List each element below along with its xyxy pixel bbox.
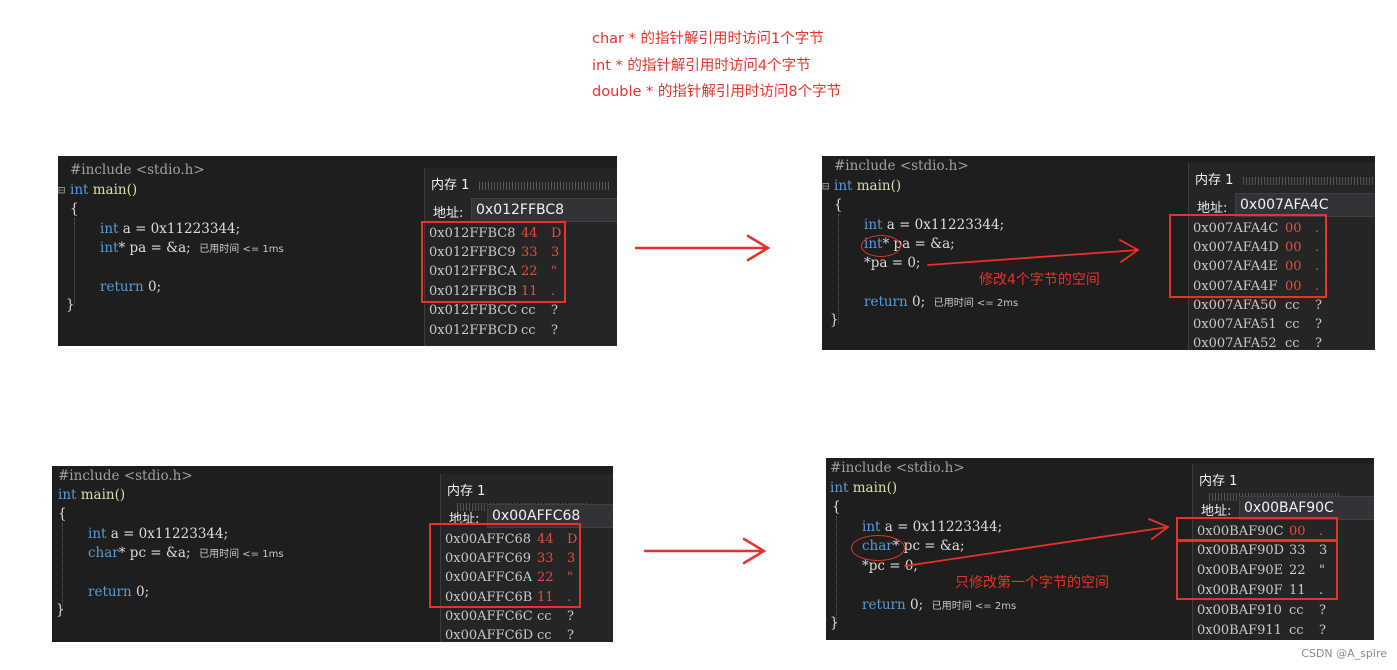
note-line: double * 的指针解引用时访问8个字节 (592, 84, 842, 100)
deref-stmt: *pa = 0; (864, 255, 921, 271)
decl-a: int a = 0x11223344; (100, 221, 241, 237)
note-line: int * 的指针解引用时访问4个字节 (592, 57, 811, 74)
brace-close: } (66, 297, 75, 313)
decl-a: int a = 0x11223344; (88, 526, 229, 542)
notes: char * 的指针解引用时访问1个字节 int * 的指针解引用时访问4个字节… (592, 26, 841, 106)
editor-screenshot-before-int: #include <stdio.h> ⊟ int main() { int a … (58, 156, 617, 346)
annotation-label: 只修改第一个字节的空间 (955, 575, 1109, 591)
address-label: 地址: (1201, 504, 1232, 519)
pointer-arrow (904, 518, 1170, 567)
type-circle (851, 535, 905, 561)
return-stmt: return 0; 已用时间 <= 2ms (864, 294, 1019, 310)
deref-stmt: *pc = 0; (862, 558, 918, 574)
return-stmt: return 0; (88, 584, 150, 600)
editor-screenshot-before-char: #include <stdio.h> int main() { int a = … (52, 466, 613, 642)
editor-screenshot-after-char: #include <stdio.h> int main() { int a = … (826, 458, 1374, 640)
address-input[interactable]: 0x007AFA4C (1235, 193, 1375, 217)
brace-open: { (70, 201, 79, 217)
brace-close: } (830, 312, 839, 328)
editor-screenshot-after-int: #include <stdio.h> ⊟ int main() { int a … (822, 156, 1375, 350)
decl-pointer: char* pc = &a; 已用时间 <= 1ms (88, 545, 284, 561)
watermark: CSDN @A_spire (1301, 647, 1387, 660)
elapsed-hint: 已用时间 <= 2ms (931, 601, 1017, 612)
include-line: #include <stdio.h> (830, 460, 965, 476)
address-input[interactable]: 0x00BAF90C (1239, 496, 1374, 520)
main-signature: int main() (830, 480, 898, 496)
brace-close: } (830, 615, 839, 631)
brace-open: { (832, 499, 841, 515)
main-signature: int main() (834, 178, 902, 194)
brace-open: { (58, 506, 67, 522)
return-stmt: return 0; (100, 279, 162, 295)
decl-a: int a = 0x11223344; (864, 217, 1005, 233)
elapsed-hint: 已用时间 <= 2ms (933, 298, 1019, 309)
decl-a: int a = 0x11223344; (862, 519, 1003, 535)
decl-pointer: int* pa = &a; 已用时间 <= 1ms (100, 240, 284, 256)
address-label: 地址: (1197, 201, 1228, 216)
main-signature: int main() (58, 487, 126, 503)
address-label: 地址: (433, 206, 464, 221)
note-line: char * 的指针解引用时访问1个字节 (592, 31, 824, 47)
include-line: #include <stdio.h> (58, 468, 193, 484)
elapsed-hint: 已用时间 <= 1ms (199, 549, 284, 560)
highlight-box (1176, 540, 1338, 600)
highlight-box (421, 221, 566, 303)
address-input[interactable]: 0x012FFBC8 (471, 198, 617, 222)
transition-arrow (643, 537, 767, 565)
drag-grip-icon[interactable] (479, 181, 610, 190)
brace-close: } (56, 602, 65, 618)
highlight-box (1169, 214, 1327, 298)
include-line: #include <stdio.h> (70, 162, 205, 178)
annotation-label: 修改4个字节的空间 (979, 272, 1100, 288)
collapse-icon[interactable]: ⊟ (58, 183, 66, 197)
memory-window-title: 内存 1 (1195, 169, 1374, 188)
pointer-arrow (927, 239, 1140, 266)
transition-arrow (634, 234, 771, 262)
highlight-box (429, 523, 581, 608)
main-signature: int main() (70, 182, 138, 198)
type-circle (861, 235, 901, 257)
include-line: #include <stdio.h> (834, 158, 969, 174)
return-stmt: return 0; 已用时间 <= 2ms (862, 597, 1017, 613)
elapsed-hint: 已用时间 <= 1ms (199, 244, 284, 255)
brace-open: { (834, 197, 843, 213)
drag-grip-icon[interactable] (1243, 176, 1374, 185)
collapse-icon[interactable]: ⊟ (822, 179, 830, 193)
memory-window-title: 内存 1 (431, 174, 610, 193)
